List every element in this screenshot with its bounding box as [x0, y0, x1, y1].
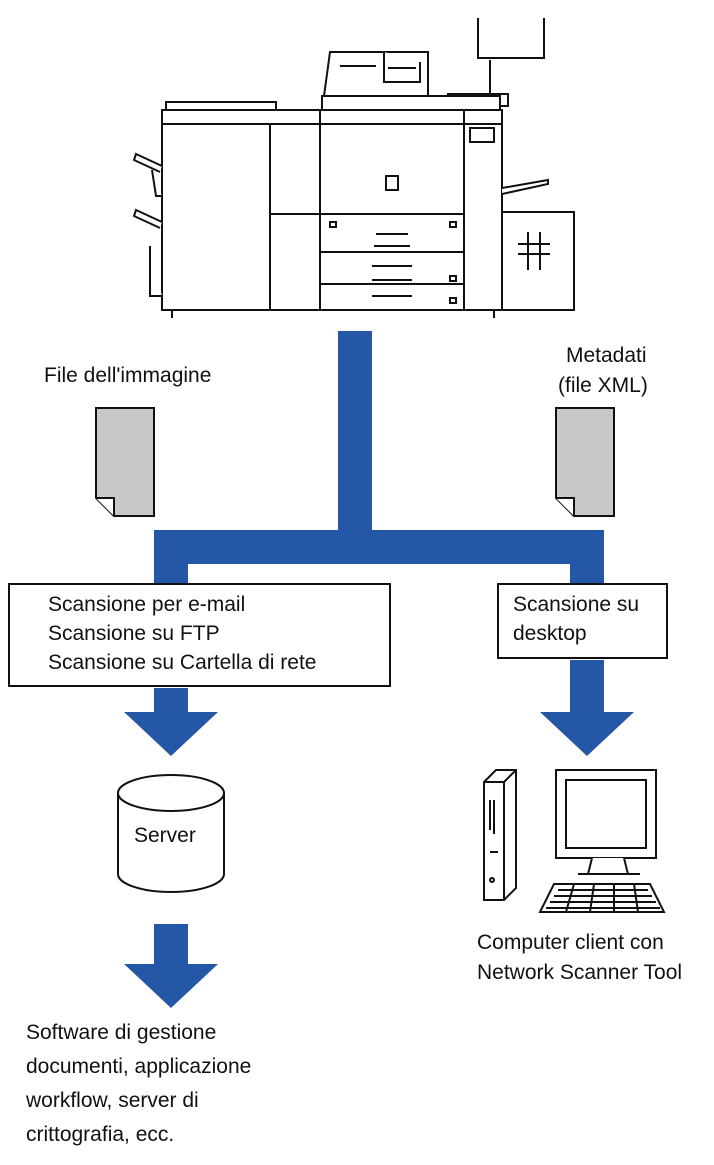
- metadata-label-line2: (file XML): [558, 374, 648, 397]
- flow-branch: [154, 530, 604, 564]
- scan-method-network-folder: Scansione su Cartella di rete: [48, 651, 317, 674]
- metadata-file-icon: [555, 407, 615, 517]
- client-computer-icon: [483, 769, 666, 913]
- metadata-label: Metadati (file XML): [558, 341, 648, 401]
- flow-right-drop: [570, 548, 604, 588]
- printer-illustration: [132, 18, 575, 318]
- arrow-to-software: [124, 924, 218, 1008]
- client-label-line2: Network Scanner Tool: [477, 961, 683, 984]
- client-label-line1: Computer client con: [477, 931, 664, 954]
- scan-to-desktop-line1: Scansione su: [513, 593, 640, 616]
- flow-trunk: [338, 331, 372, 544]
- software-label-line3: workflow, server di: [26, 1089, 199, 1112]
- scan-to-desktop-line2: desktop: [513, 622, 587, 645]
- scan-methods-box: Scansione per e-mail Scansione su FTP Sc…: [8, 583, 391, 687]
- software-label: Software di gestione documenti, applicaz…: [26, 1016, 251, 1152]
- software-label-line1: Software di gestione: [26, 1021, 217, 1044]
- server-icon: [117, 774, 225, 893]
- flow-lines: [124, 331, 634, 1008]
- server-label: Server: [134, 824, 196, 847]
- image-file-icon: [95, 407, 155, 517]
- scan-method-email: Scansione per e-mail: [48, 593, 246, 616]
- arrow-to-client: [540, 660, 634, 756]
- arrow-to-server: [124, 688, 218, 756]
- software-label-line4: crittografia, ecc.: [26, 1123, 175, 1146]
- metadata-label-line1: Metadati: [566, 344, 647, 367]
- client-computer-label: Computer client con Network Scanner Tool: [477, 928, 682, 988]
- image-file-label: File dell'immagine: [44, 364, 212, 387]
- scan-method-ftp: Scansione su FTP: [48, 622, 220, 645]
- software-label-line2: documenti, applicazione: [26, 1055, 252, 1078]
- flow-left-drop: [154, 548, 188, 588]
- scan-to-desktop-box: Scansione su desktop: [497, 583, 668, 659]
